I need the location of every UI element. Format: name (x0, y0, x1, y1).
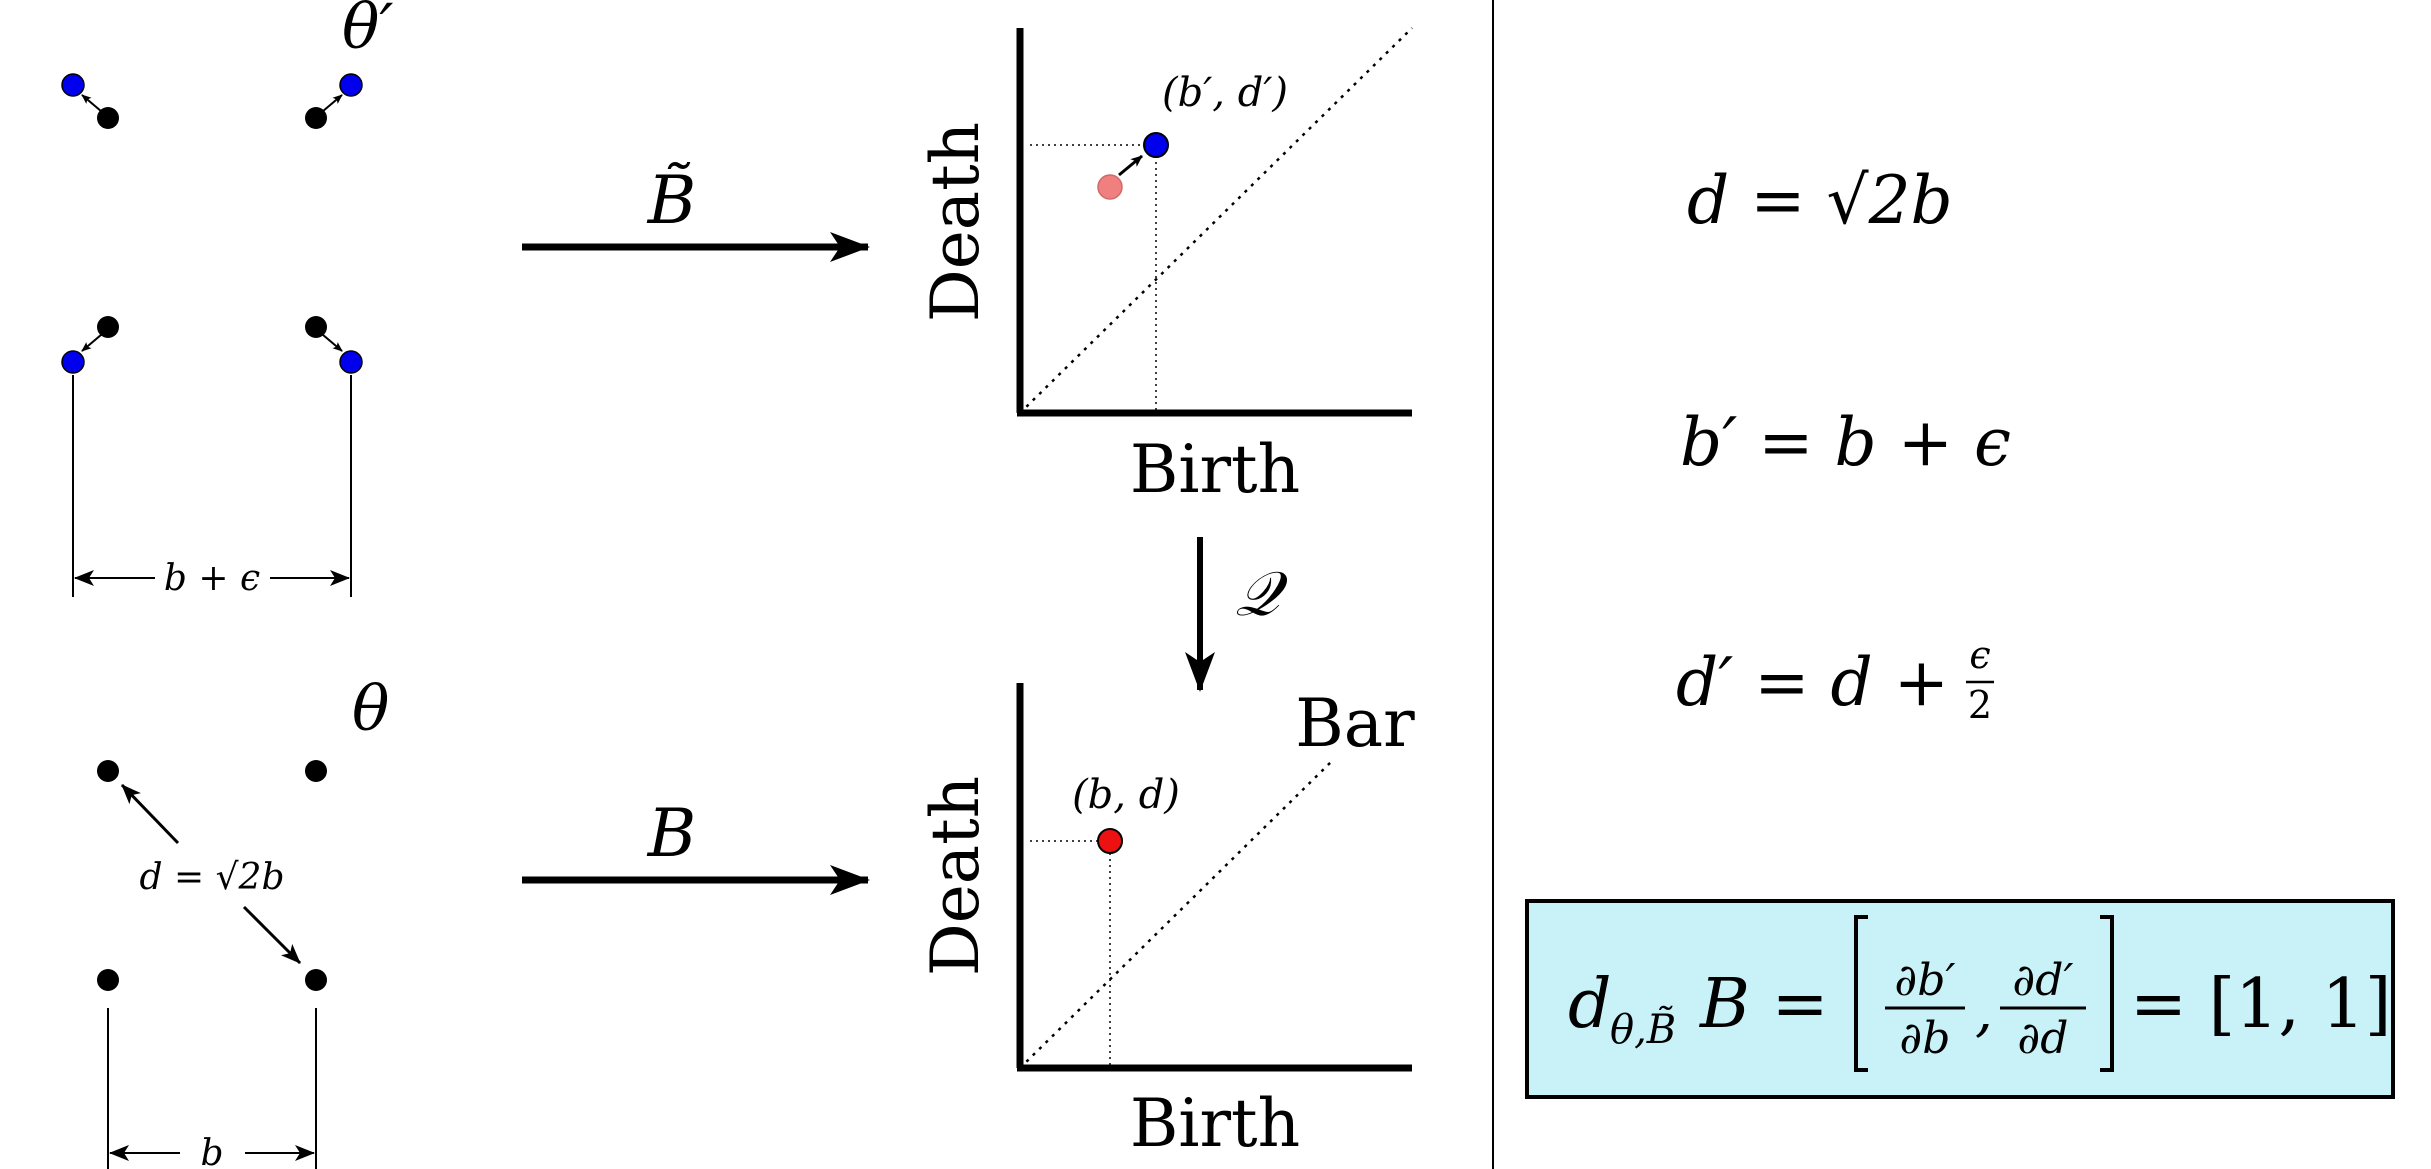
top-persistence-diagram: (b′, d′) Birth Death (917, 27, 1413, 508)
black-point (97, 969, 119, 991)
map-label-btilde: B̃ (647, 162, 697, 239)
persistence-point (1097, 828, 1123, 854)
theta-label: θ (352, 672, 389, 745)
x-axis-label: Birth (1130, 1085, 1300, 1162)
equation-d-prime: d′ = d + ϵ 2 (1676, 633, 1994, 727)
bar-label: Bar (1295, 685, 1415, 762)
point-label: (b, d) (1072, 772, 1180, 818)
right-bracket (2100, 915, 2114, 1072)
y-axis-label: Death (917, 776, 994, 976)
black-point (97, 760, 119, 782)
spacing-label: b + ϵ (164, 558, 260, 599)
map-label-b: B (647, 795, 697, 872)
black-point (97, 107, 119, 129)
y-axis-label: Death (917, 122, 994, 322)
equation-d-prime-left: d′ = d + (1676, 644, 1949, 721)
frac1-denominator: ∂b (1900, 1013, 1951, 1064)
diagonal-line (1019, 759, 1334, 1069)
distance-arrow (242, 905, 302, 965)
equations: d = √2b b′ = b + ϵ d′ = d + ϵ 2 (1676, 162, 2011, 727)
shifted-point (1143, 132, 1169, 158)
black-point (305, 107, 327, 129)
diagonal-line (1019, 27, 1413, 414)
result-box-frame (1525, 899, 2395, 1099)
map-arrow-bottom: B (522, 795, 870, 895)
black-point (305, 760, 327, 782)
result-d: d (1568, 965, 1612, 1044)
blue-point (61, 350, 85, 374)
result-b-equals: B = (1698, 965, 1829, 1044)
result-subscript: θ,B̃ (1610, 1006, 1676, 1053)
black-point (305, 316, 327, 338)
frac2-numerator: ∂d′ (2013, 955, 2074, 1006)
bottom-point-config: θ d = √2b b (97, 672, 389, 1169)
point-label: (b′, d′) (1162, 70, 1288, 116)
equation-d: d = √2b (1687, 162, 1953, 239)
blue-point (339, 73, 363, 97)
bottom-persistence-diagram: (b, d) Bar Birth Death (917, 683, 1415, 1162)
fraction-denominator: 2 (1968, 683, 1992, 727)
blue-point (61, 73, 85, 97)
equation-b-prime: b′ = b + ϵ (1680, 404, 2011, 481)
top-point-config: θ′ b + ϵ (61, 0, 393, 599)
x-axis-label: Birth (1130, 431, 1300, 508)
black-point (305, 969, 327, 991)
shift-arrow (1118, 154, 1143, 177)
black-point (97, 316, 119, 338)
blue-point (339, 350, 363, 374)
result-box: d θ,B̃ B = ∂b′ ∂b , ∂d′ ∂d = [1, 1] (1525, 899, 2395, 1099)
distance-label: d = √2b (140, 857, 285, 898)
comma: , (1975, 979, 1993, 1044)
map-arrow-top: B̃ (522, 162, 870, 262)
frac2-denominator: ∂d (2018, 1013, 2069, 1064)
original-point (1097, 174, 1123, 200)
result-rhs: = [1, 1] (2130, 965, 2391, 1044)
map-arrow-down: 𝒬 (1185, 537, 1288, 692)
distance-arrow (120, 783, 180, 845)
fraction-numerator: ϵ (1969, 633, 1990, 677)
left-bracket (1854, 915, 1868, 1072)
spacing-label: b (200, 1133, 223, 1169)
map-label-q: 𝒬 (1235, 557, 1288, 630)
theta-prime-label: θ′ (342, 0, 393, 63)
frac1-numerator: ∂b′ (1895, 955, 1956, 1006)
